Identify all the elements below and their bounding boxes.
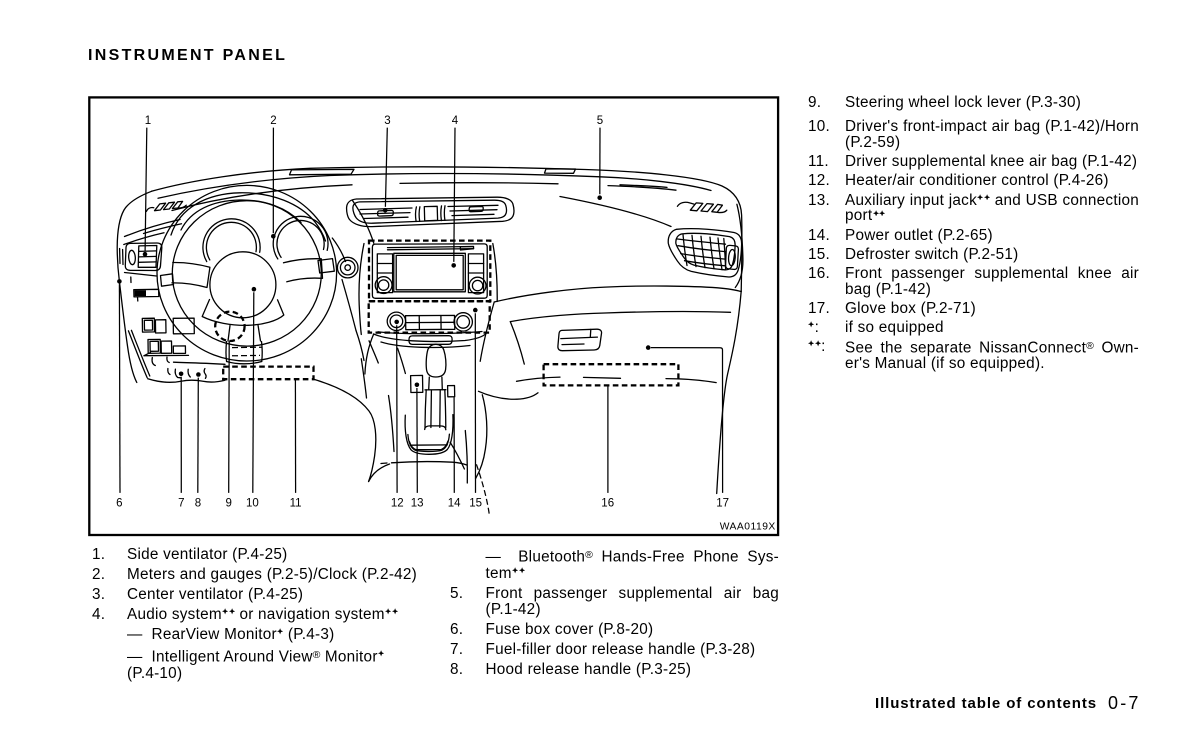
svg-text:16: 16	[601, 497, 614, 509]
svg-text:9: 9	[225, 497, 231, 509]
svg-text:3: 3	[384, 115, 390, 127]
svg-text:17: 17	[716, 497, 729, 509]
svg-text:6: 6	[116, 497, 122, 509]
svg-text:10: 10	[246, 497, 259, 509]
svg-text:14: 14	[448, 497, 461, 509]
svg-text:15: 15	[469, 497, 482, 509]
svg-text:7: 7	[178, 497, 184, 509]
svg-text:13: 13	[411, 497, 424, 509]
svg-text:8: 8	[195, 497, 201, 509]
svg-text:WAA0119X: WAA0119X	[720, 522, 776, 533]
svg-text:2: 2	[270, 115, 276, 127]
svg-text:12: 12	[391, 497, 404, 509]
svg-text:5: 5	[597, 115, 603, 127]
svg-text:1: 1	[145, 115, 151, 127]
svg-text:4: 4	[452, 115, 459, 127]
svg-text:11: 11	[290, 497, 302, 509]
